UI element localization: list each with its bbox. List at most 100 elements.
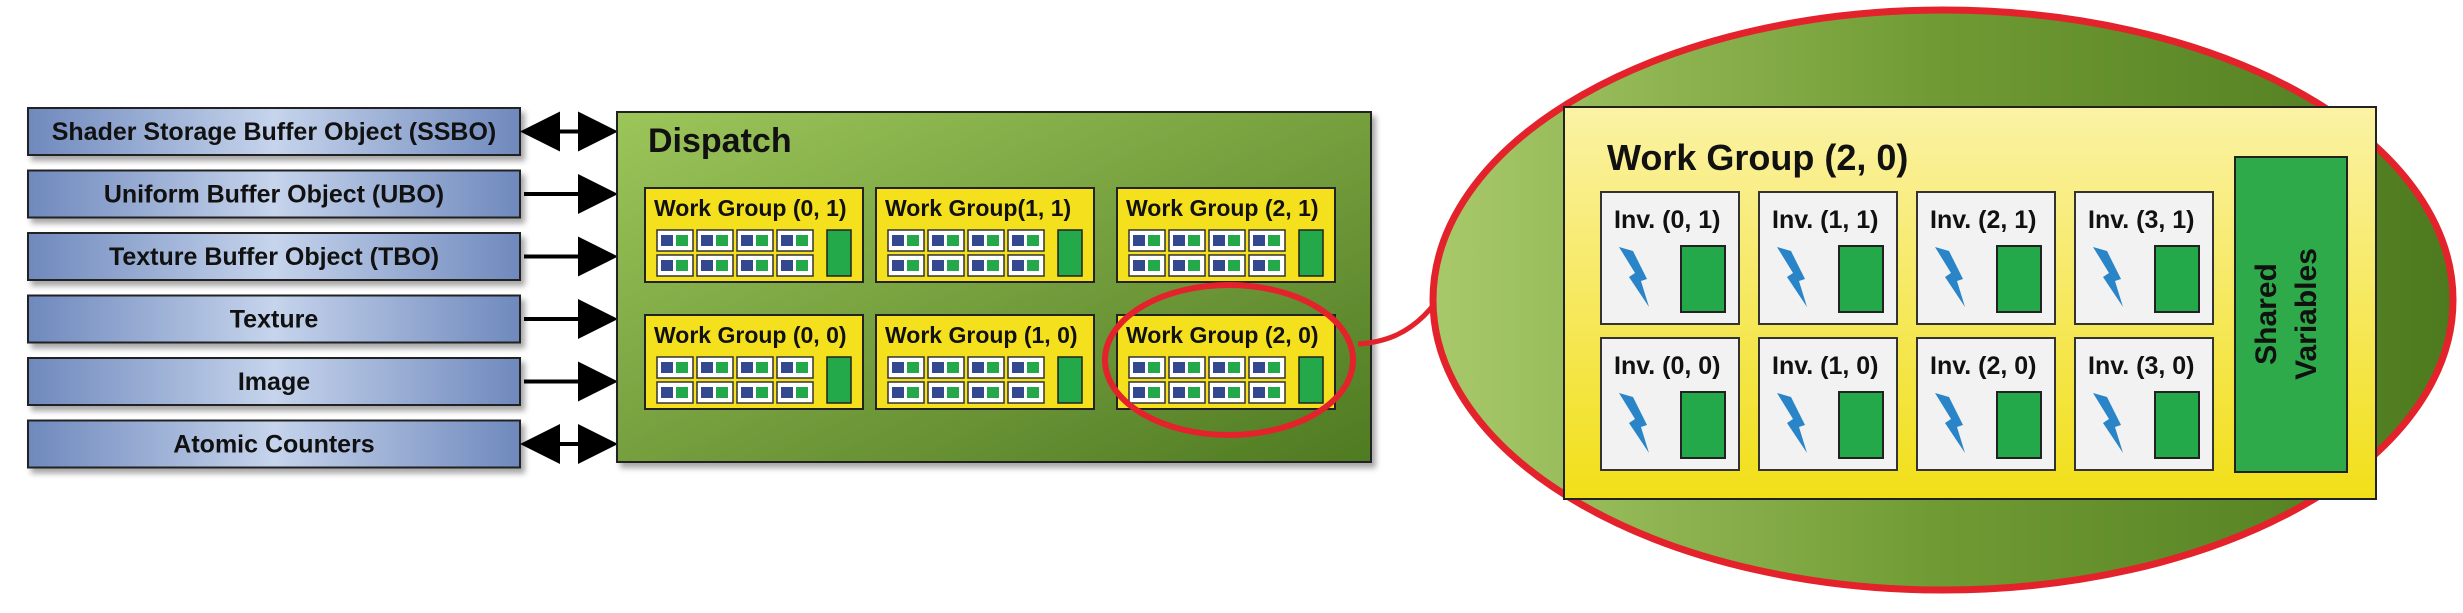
work-group-label: Work Group (2, 0) (1126, 322, 1319, 348)
invocation: Inv. (1, 0) (1758, 337, 1898, 471)
highlight-circle (1102, 282, 1356, 438)
invocation-cell (1248, 381, 1286, 404)
invocation-label: Inv. (1, 1) (1772, 206, 1879, 234)
invocation-cell (1007, 381, 1045, 404)
dispatch-title: Dispatch (648, 122, 792, 160)
buffer-label: Atomic Counters (173, 431, 374, 459)
invocation-cell (696, 229, 734, 252)
invocation-cell (736, 254, 774, 277)
invocation-cell (776, 254, 814, 277)
work-group-grid: Work Group (0, 1) Work Group(1, 1) Work Gr… (644, 187, 1356, 438)
work-group: Work Group (0, 1) (644, 187, 864, 283)
invocation-cell (1128, 381, 1166, 404)
buffer-box (27, 169, 521, 219)
invocation-cell (656, 229, 694, 252)
invocation-cell (887, 381, 925, 404)
work-group: Work Group (0, 0) (644, 314, 864, 410)
invocation-cell (967, 356, 1005, 379)
invocation-cell (776, 229, 814, 252)
invocation-cell (736, 229, 774, 252)
buffer-box (27, 232, 521, 281)
shared-memory-block (826, 229, 852, 277)
buffer-item: Texture Buffer Object (TBO) (27, 232, 618, 281)
work-group-label: Work Group (0, 1) (654, 195, 847, 221)
invocation-cell (927, 381, 965, 404)
invocation-cell (927, 229, 965, 252)
lightning-icon (1619, 247, 1649, 307)
buffer-item: Uniform Buffer Object (UBO) (27, 169, 618, 219)
invocation-cell (696, 254, 734, 277)
buffer-item: Image (27, 357, 618, 406)
buffer-item: Shader Storage Buffer Object (SSBO) (27, 107, 618, 156)
lightning-icon (1935, 247, 1965, 307)
work-group: Work Group (1, 0) (875, 314, 1095, 410)
invocation-cell (1168, 254, 1206, 277)
invocation-cell (696, 356, 734, 379)
invocation-cell (1248, 229, 1286, 252)
buffer-box (27, 357, 521, 406)
invocation: Inv. (0, 0) (1600, 337, 1740, 471)
invocation-label: Inv. (3, 1) (2088, 206, 2195, 234)
invocation-cell (656, 381, 694, 404)
buffer-list: Shader Storage Buffer Object (SSBO) Unifo… (27, 107, 618, 469)
private-variable-block (1996, 391, 2042, 459)
invocation-cell (1128, 229, 1166, 252)
work-group-label: Work Group(1, 1) (885, 195, 1071, 221)
buffer-box (27, 107, 521, 156)
invocation-cell (1208, 381, 1246, 404)
invocation-cell (656, 254, 694, 277)
invocation-cell (736, 356, 774, 379)
invocation-label: Inv. (2, 0) (1930, 352, 2037, 380)
buffer-label: Shader Storage Buffer Object (SSBO) (52, 118, 497, 146)
invocation-cell (967, 254, 1005, 277)
shared-variables-box (2234, 156, 2348, 473)
shared-memory-block (1298, 356, 1324, 404)
invocation-cell (887, 254, 925, 277)
invocation-cell (736, 381, 774, 404)
invocation-cell (1007, 254, 1045, 277)
private-variable-block (1680, 391, 1726, 459)
invocation-cell (1168, 381, 1206, 404)
invocation: Inv. (2, 1) (1916, 191, 2056, 325)
invocation-cell (1248, 356, 1286, 379)
invocation: Inv. (0, 1) (1600, 191, 1740, 325)
work-group: Work Group (2, 1) (1116, 187, 1336, 283)
lightning-icon (1777, 247, 1807, 307)
invocation-label: Inv. (0, 0) (1614, 352, 1721, 380)
invocation-grid: Inv. (0, 1) Inv. (1, 1) Inv. (2, 1) Inv. (3… (1600, 191, 2214, 471)
lightning-icon (1935, 393, 1965, 453)
buffer-label: Texture (230, 306, 319, 334)
work-group: Work Group (2, 0) (1102, 282, 1356, 438)
work-group: Work Group(1, 1) (875, 187, 1095, 283)
invocation: Inv. (2, 0) (1916, 337, 2056, 471)
buffer-item: Atomic Counters (27, 419, 618, 469)
invocation-cell (1208, 254, 1246, 277)
invocation-cell (696, 381, 734, 404)
private-variable-block (2154, 391, 2200, 459)
invocation-label: Inv. (2, 1) (1930, 206, 2037, 234)
buffer-item: Texture (27, 294, 618, 344)
invocation-cell (1007, 229, 1045, 252)
buffer-label: Image (238, 368, 310, 396)
invocation: Inv. (3, 0) (2074, 337, 2214, 471)
lightning-icon (2093, 247, 2123, 307)
private-variable-block (1680, 245, 1726, 313)
zoom-work-group-title: Work Group (2, 0) (1607, 137, 1908, 178)
invocation-cell (776, 381, 814, 404)
invocation-cell (776, 356, 814, 379)
invocation: Inv. (3, 1) (2074, 191, 2214, 325)
invocation-cell (927, 254, 965, 277)
shared-variables-label-line2: Variables (2290, 248, 2323, 380)
invocation-cell (1168, 229, 1206, 252)
invocation-label: Inv. (1, 0) (1772, 352, 1879, 380)
private-variable-block (1838, 391, 1884, 459)
shared-memory-block (1298, 229, 1324, 277)
lightning-icon (1777, 393, 1807, 453)
invocation-cell (927, 356, 965, 379)
private-variable-block (1838, 245, 1884, 313)
invocation-cell (887, 229, 925, 252)
invocation-cell (1208, 229, 1246, 252)
private-variable-block (2154, 245, 2200, 313)
lightning-icon (1619, 393, 1649, 453)
zoom-panel: Work Group (2, 0) Inv. (0, 1) Inv. (1, 1)… (1429, 6, 2457, 594)
